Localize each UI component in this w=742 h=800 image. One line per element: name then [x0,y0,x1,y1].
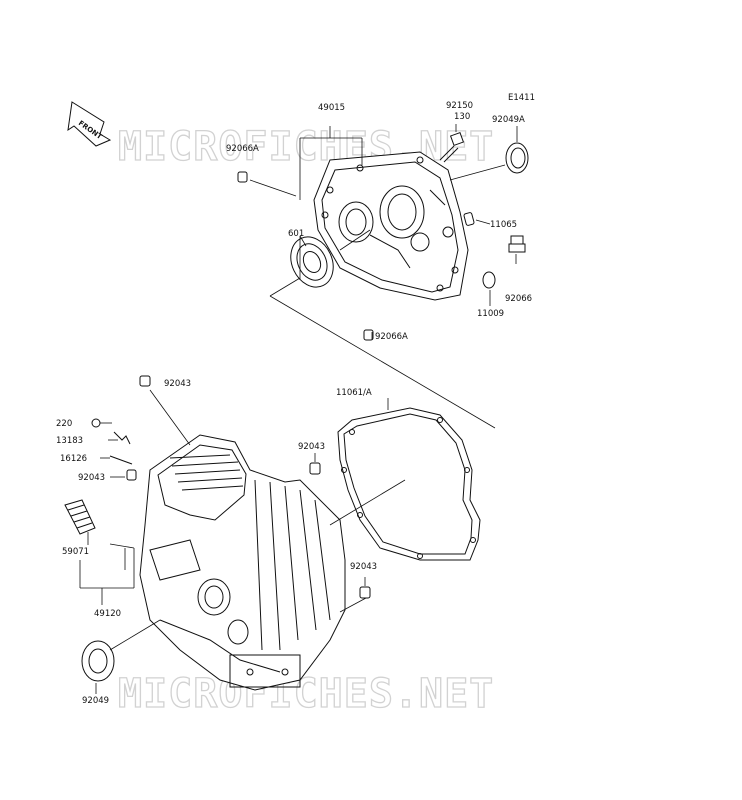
crankcase-cover [313,151,469,301]
spring-13183 [113,431,131,445]
plug-92066a-top [237,171,248,183]
label-92066a-top: 92066A [226,144,259,154]
plug-92066 [508,235,526,253]
gasket-11061a [337,407,481,561]
leader-lines-bottom [79,389,406,694]
watermark-top: MICROFICHES.NET [118,124,494,170]
bolt-220 [91,418,101,428]
watermark-bottom: MICROFICHES.NET [118,671,494,717]
dowel-92043-d [359,586,371,599]
label-92066a-bottom: 92066A [375,332,408,342]
bolt-92150 [439,131,465,163]
label-220: 220 [56,419,72,429]
label-59071: 59071 [62,547,89,557]
diagram-code: E1411 [508,93,535,103]
rod-16126 [109,455,133,465]
label-92049a: 92049A [492,115,525,125]
oil-seal-92049 [81,640,115,682]
label-11061a: 11061/A [336,388,372,398]
label-11009: 11009 [477,309,504,319]
label-11065: 11065 [490,220,517,230]
part-labels: 49015 92150 130 92049A 92066A 11065 601 … [56,101,532,706]
label-92049: 92049 [82,696,109,706]
leader-lines-top [249,124,518,429]
label-92150: 92150 [446,101,473,111]
crankcase-body [139,434,346,691]
bearing-601 [290,236,334,288]
label-92066: 92066 [505,294,532,304]
label-92043-d: 92043 [350,562,377,572]
label-92043-b: 92043 [78,473,105,483]
label-92043-c: 92043 [298,442,325,452]
label-13183: 13183 [56,436,83,446]
breather-59071 [64,499,96,535]
pin-92066a-bottom [363,329,374,341]
label-92043-a: 92043 [164,379,191,389]
dowel-92043-c [309,462,321,475]
label-49015: 49015 [318,103,345,113]
label-16126: 16126 [60,454,87,464]
pin-11065 [463,212,475,226]
oil-seal-92049a [505,142,529,174]
front-arrow-icon: FRONT [67,101,112,147]
label-49120: 49120 [94,609,121,619]
label-130: 130 [454,112,470,122]
label-601: 601 [288,229,304,239]
dowel-92043-b [126,469,137,481]
oring-11009 [482,271,496,289]
dowel-92043-a [139,375,151,387]
